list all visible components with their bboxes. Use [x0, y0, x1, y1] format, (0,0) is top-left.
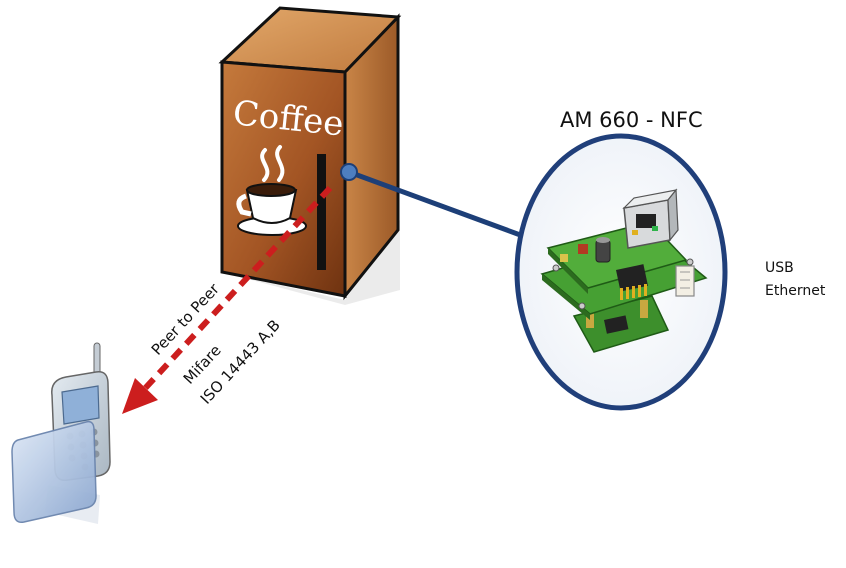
arrow-head [122, 378, 158, 414]
module-connector [340, 163, 524, 239]
nfc-board-image [540, 188, 708, 353]
card-slot [317, 154, 326, 270]
machine-front-face [220, 60, 347, 298]
interface-label-usb: USB [765, 260, 794, 276]
mobile-phone-icon [11, 342, 111, 524]
coffee-machine: Coffee [218, 6, 402, 305]
module-title: AM 660 - NFC [560, 108, 703, 132]
interface-label-ethernet: Ethernet [765, 283, 826, 299]
connector-dot [340, 163, 358, 181]
coffee-cup-icon [236, 145, 307, 236]
nfc-link-arrow [122, 185, 333, 414]
